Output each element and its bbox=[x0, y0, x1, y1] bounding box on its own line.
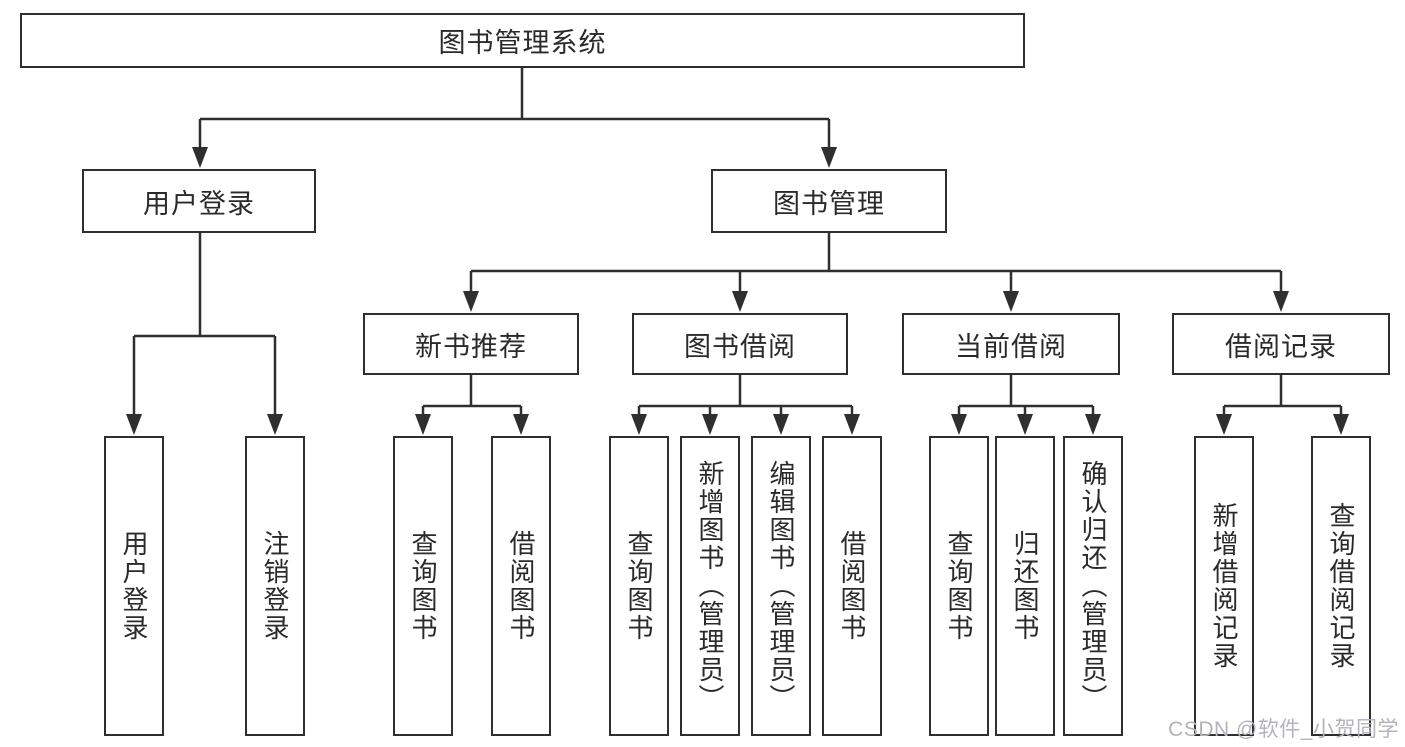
leaf-borrow-books-recommend-label: 借阅图书 bbox=[506, 530, 536, 642]
leaf-add-book-admin: 新增图书（管理员） bbox=[680, 436, 740, 736]
node-current-borrow-label: 当前借阅 bbox=[955, 331, 1067, 362]
node-book-management: 图书管理 bbox=[711, 169, 947, 233]
leaf-add-borrow-record: 新增借阅记录 bbox=[1194, 436, 1254, 736]
node-book-management-label: 图书管理 bbox=[773, 188, 885, 219]
leaf-confirm-return-admin-label: 确认归还（管理员） bbox=[1078, 460, 1108, 712]
leaf-add-book-admin-label: 新增图书（管理员） bbox=[695, 460, 725, 712]
node-library-system-label: 图书管理系统 bbox=[438, 28, 607, 58]
node-book-borrow-label: 图书借阅 bbox=[684, 331, 796, 362]
node-user-login-label: 用户登录 bbox=[143, 188, 255, 219]
leaf-user-login: 用户登录 bbox=[104, 436, 164, 736]
node-current-borrow: 当前借阅 bbox=[902, 313, 1120, 375]
arrowhead-icons bbox=[126, 147, 1349, 435]
leaf-confirm-return-admin: 确认归还（管理员） bbox=[1063, 436, 1123, 736]
leaf-query-books-current-label: 查询图书 bbox=[944, 530, 974, 642]
leaf-query-books-recommend: 查询图书 bbox=[393, 436, 453, 736]
leaf-return-book: 归还图书 bbox=[995, 436, 1055, 736]
node-borrow-records: 借阅记录 bbox=[1172, 313, 1390, 375]
leaf-borrow-books: 借阅图书 bbox=[822, 436, 882, 736]
leaf-borrow-books-label: 借阅图书 bbox=[837, 530, 867, 642]
node-borrow-records-label: 借阅记录 bbox=[1225, 331, 1337, 362]
leaf-query-books-current: 查询图书 bbox=[929, 436, 989, 736]
node-new-book-recommend: 新书推荐 bbox=[363, 313, 579, 375]
leaf-query-books-recommend-label: 查询图书 bbox=[408, 530, 438, 642]
leaf-edit-book-admin-label: 编辑图书（管理员） bbox=[766, 460, 796, 712]
leaf-user-login-label: 用户登录 bbox=[119, 530, 149, 642]
leaf-query-borrow-record-label: 查询借阅记录 bbox=[1326, 502, 1356, 670]
leaf-return-book-label: 归还图书 bbox=[1010, 530, 1040, 642]
node-new-book-recommend-label: 新书推荐 bbox=[415, 331, 527, 362]
leaf-query-books-borrow-label: 查询图书 bbox=[624, 530, 654, 642]
leaf-edit-book-admin: 编辑图书（管理员） bbox=[751, 436, 811, 736]
node-user-login: 用户登录 bbox=[82, 169, 316, 233]
node-book-borrow: 图书借阅 bbox=[632, 313, 848, 375]
leaf-logout-label: 注销登录 bbox=[260, 530, 290, 642]
leaf-query-books-borrow: 查询图书 bbox=[609, 436, 669, 736]
csdn-watermark: CSDN @软件_小贺同学 bbox=[1168, 718, 1399, 741]
leaf-query-borrow-record: 查询借阅记录 bbox=[1311, 436, 1371, 736]
leaf-logout: 注销登录 bbox=[245, 436, 305, 736]
node-library-system: 图书管理系统 bbox=[20, 13, 1025, 68]
leaf-add-borrow-record-label: 新增借阅记录 bbox=[1209, 502, 1239, 670]
leaf-borrow-books-recommend: 借阅图书 bbox=[491, 436, 551, 736]
connector-paths bbox=[132, 68, 1343, 418]
